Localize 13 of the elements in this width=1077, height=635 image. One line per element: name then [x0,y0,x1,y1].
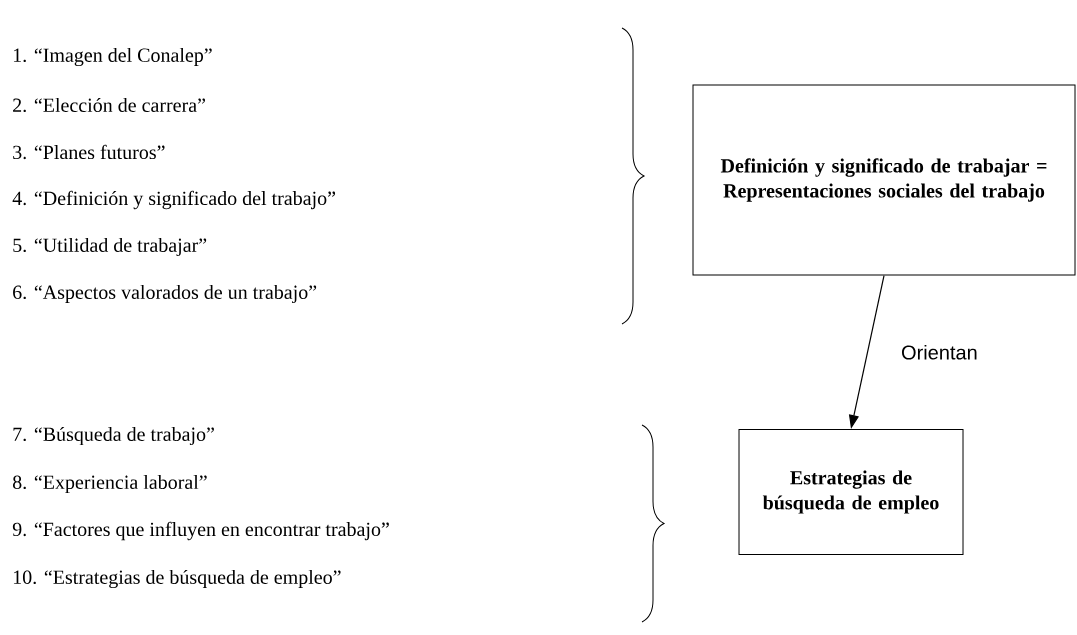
text-box: Definición y significado de trabajar = Representaciones sociales del trabajo [692,84,1076,276]
list-item: 2. “Elección de carrera” [13,97,205,113]
list-item: 1. “Imagen del Conalep” [13,47,212,67]
list-item: 8. “Experiencia laboral” [12,474,207,494]
list-item: 3. “Planes futuros” [13,144,165,160]
list-item: 9. “Factores que influyen en encontrar trabajo” [12,521,389,541]
list-item: 5. “Utilidad de trabajar” [13,237,207,257]
list-item: 10. “Estrategias de búsqueda de empleo” [13,569,341,589]
list-item: 7. “Búsqueda de trabajo” [13,426,214,446]
edge-label: Orientan [902,344,977,360]
text-box: Estrategias de búsqueda de empleo [738,429,964,555]
list-item: 6. “Aspectos valorados de un trabajo” [13,284,317,304]
list-item: 4. “Definición y significado del trabajo” [12,190,336,210]
